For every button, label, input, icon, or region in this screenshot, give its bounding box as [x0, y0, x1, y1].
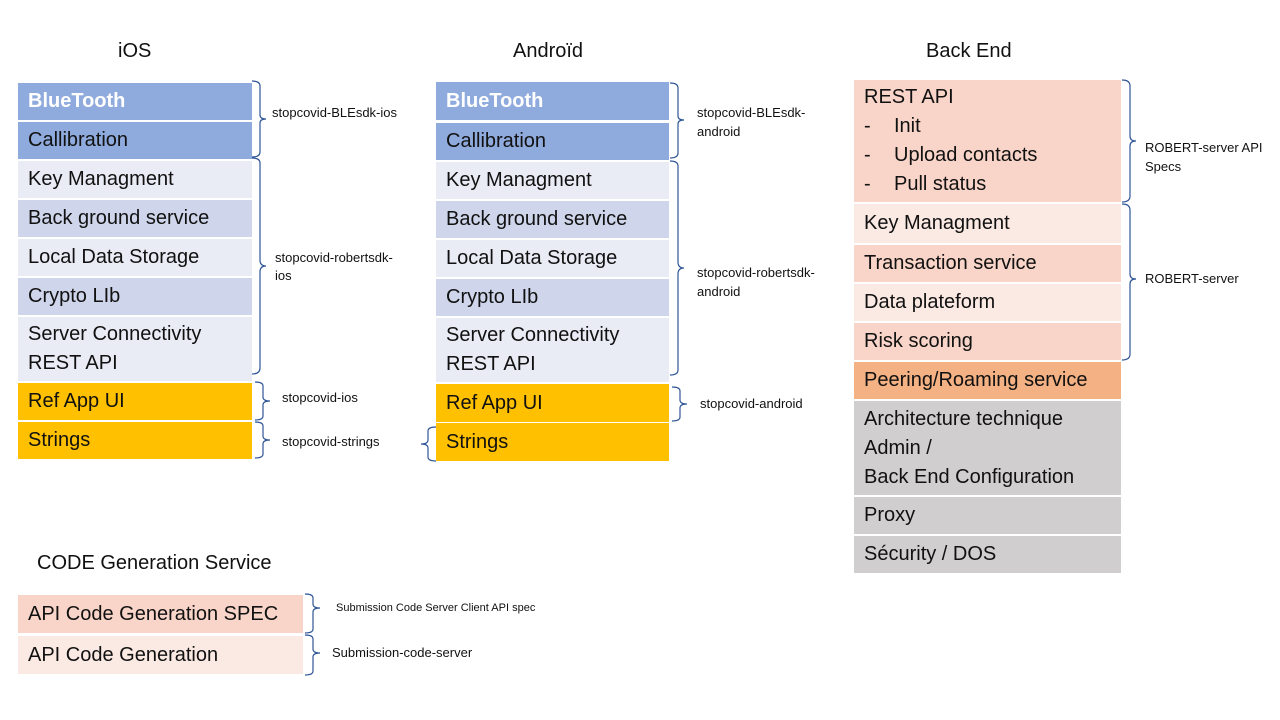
android-strings-block: Strings — [436, 423, 669, 461]
ios-server-connectivity-line2: REST API — [28, 352, 118, 374]
android-ble-brace — [669, 82, 685, 159]
backend-specs-brace — [1121, 79, 1137, 203]
ios-app-label: stopcovid-ios — [282, 390, 358, 405]
ios-app-brace — [254, 381, 271, 421]
backend-rest-item-pull: -Pull status — [864, 173, 987, 195]
backend-peering-block: Peering/Roaming service — [854, 362, 1121, 399]
android-ble-label-line1: stopcovid-BLEsdk- — [697, 105, 806, 120]
android-calibration-block: Callibration — [436, 123, 669, 160]
backend-architecture-block: Architecture technique Admin / Back End … — [854, 401, 1121, 495]
backend-rest-api-block: REST API -Init -Upload contacts -Pull st… — [854, 80, 1121, 202]
ios-robert-brace — [251, 157, 267, 375]
backend-arch-line2: Admin / — [864, 436, 932, 459]
backend-server-label: ROBERT-server — [1145, 271, 1239, 286]
backend-rest-item-init: -Init — [864, 115, 921, 137]
codegen-spec-block: API Code Generation SPEC — [18, 595, 303, 633]
ios-title: iOS — [118, 40, 152, 62]
backend-proxy-block: Proxy — [854, 497, 1121, 534]
ios-server-connectivity-block: Server Connectivity REST API — [18, 317, 252, 381]
android-robert-label-line1: stopcovid-robertsdk- — [697, 265, 815, 280]
ios-ble-brace — [251, 80, 267, 158]
backend-risk-scoring-block: Risk scoring — [854, 323, 1121, 360]
backend-arch-line1: Architecture technique — [864, 407, 1064, 430]
backend-title: Back End — [926, 40, 1012, 62]
ios-strings-block: Strings — [18, 422, 252, 459]
codegen-spec-label: Submission Code Server Client API spec — [336, 602, 536, 614]
android-local-storage-block: Local Data Storage — [436, 240, 669, 277]
ios-ble-label: stopcovid-BLEsdk-ios — [272, 105, 397, 120]
ios-key-management-block: Key Managment — [18, 161, 252, 198]
android-app-brace — [671, 386, 688, 422]
ios-calibration-block: Callibration — [18, 122, 252, 159]
android-title: Androïd — [513, 40, 584, 62]
backend-specs-label-line1: ROBERT-server API — [1145, 140, 1263, 155]
backend-rest-api-title: REST API — [864, 86, 954, 108]
codegen-spec-brace — [304, 593, 321, 634]
android-strings-brace — [420, 426, 437, 462]
android-robert-label-line2: android — [697, 284, 741, 299]
backend-data-platform-block: Data plateform — [854, 284, 1121, 321]
ios-background-service-block: Back ground service — [18, 200, 252, 237]
codegen-server-brace — [304, 634, 321, 676]
android-background-service-block: Back ground service — [436, 201, 669, 238]
android-ref-app-ui-block: Ref App UI — [436, 384, 669, 422]
android-crypto-block: Crypto LIb — [436, 279, 669, 316]
codegen-title: CODE Generation Service — [37, 552, 272, 574]
android-server-connectivity-line1: Server Connectivity — [446, 324, 620, 346]
backend-transaction-block: Transaction service — [854, 245, 1121, 282]
ios-robert-label-line2: ios — [275, 268, 292, 283]
android-ble-label-line2: android — [697, 124, 741, 139]
backend-security-block: Sécurity / DOS — [854, 536, 1121, 573]
ios-crypto-block: Crypto LIb — [18, 278, 252, 315]
android-robert-brace — [669, 160, 685, 376]
ios-bluetooth-block: BlueTooth — [18, 83, 252, 120]
codegen-block: API Code Generation — [18, 636, 303, 674]
codegen-server-label: Submission-code-server — [332, 645, 473, 660]
backend-key-management-block: Key Managment — [854, 204, 1121, 243]
ios-ref-app-ui-block: Ref App UI — [18, 383, 252, 420]
android-server-connectivity-block: Server Connectivity REST API — [436, 318, 669, 382]
backend-specs-label-line2: Specs — [1145, 159, 1182, 174]
android-server-connectivity-line2: REST API — [446, 353, 536, 375]
ios-strings-brace — [254, 421, 271, 459]
backend-rest-item-upload: -Upload contacts — [864, 144, 1038, 166]
android-app-label: stopcovid-android — [700, 396, 803, 411]
ios-strings-label: stopcovid-strings — [282, 434, 380, 449]
ios-server-connectivity-line1: Server Connectivity — [28, 323, 202, 345]
android-key-management-block: Key Managment — [436, 162, 669, 199]
android-bluetooth-block: BlueTooth — [436, 82, 669, 120]
backend-server-brace — [1121, 203, 1137, 361]
ios-local-storage-block: Local Data Storage — [18, 239, 252, 276]
ios-robert-label-line1: stopcovid-robertsdk- — [275, 250, 393, 265]
backend-arch-line3: Back End Configuration — [864, 465, 1075, 488]
